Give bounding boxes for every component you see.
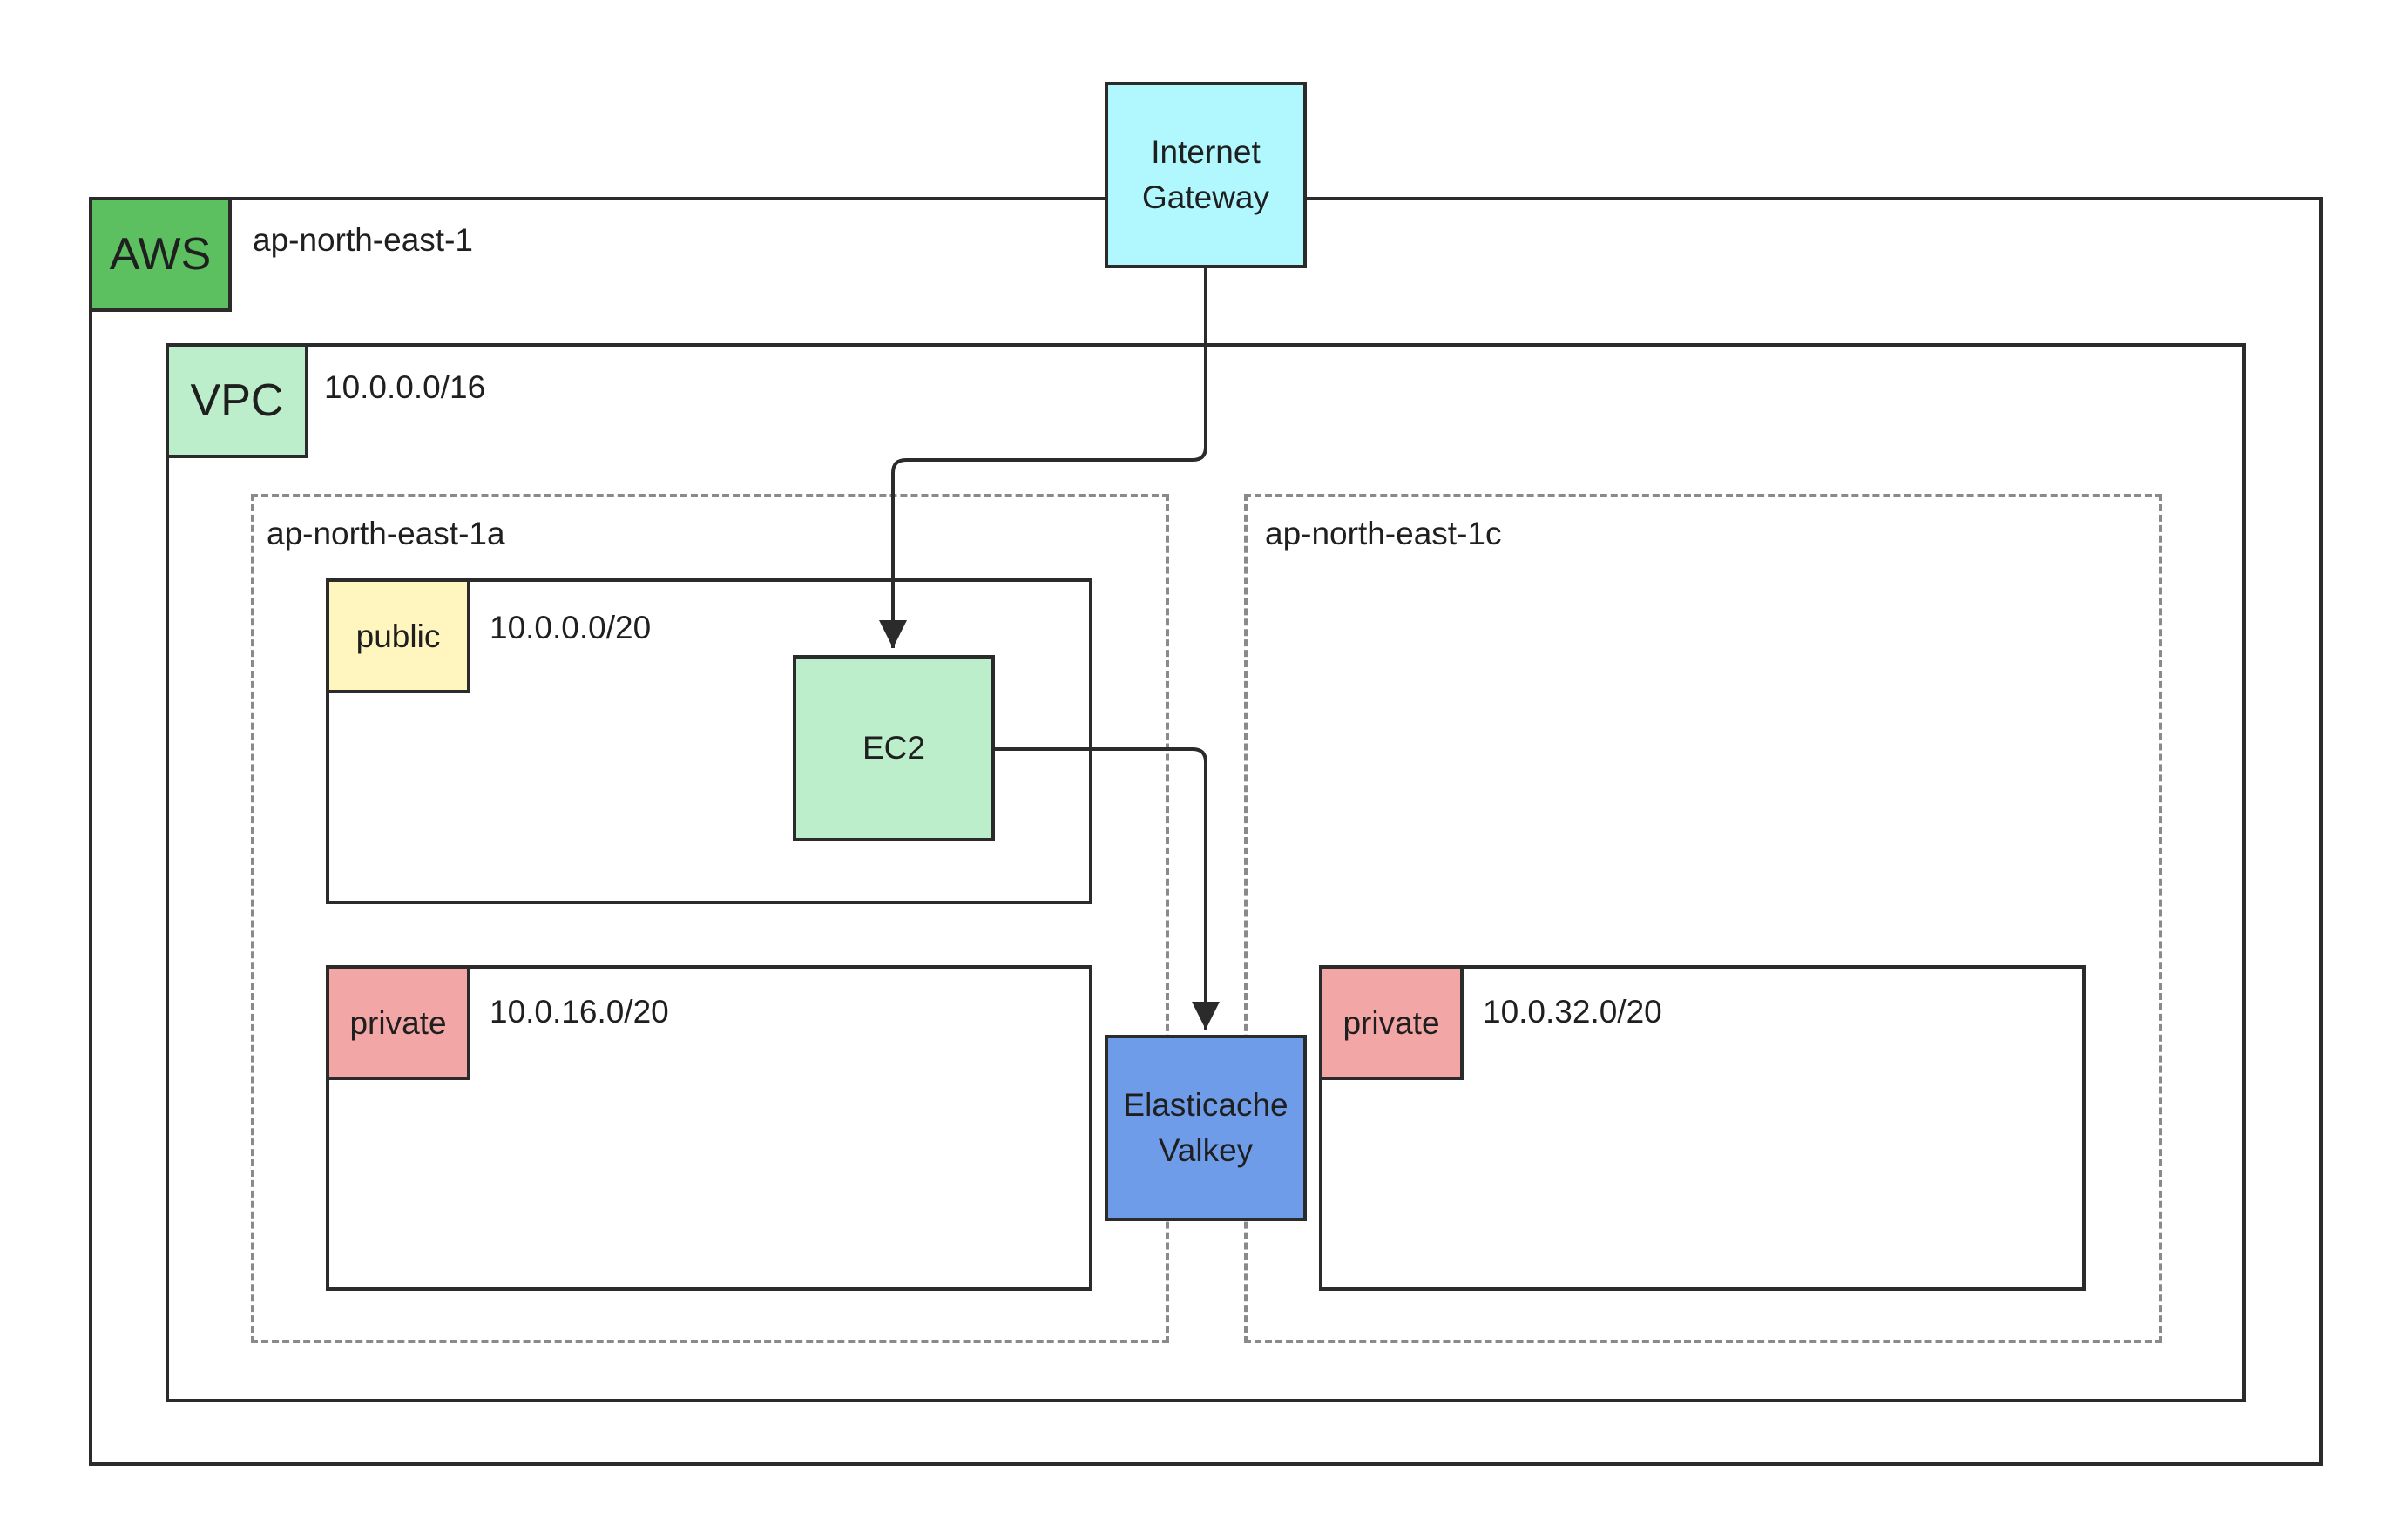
public-subnet-tag-label: public [355, 618, 441, 654]
internet-gateway-label-line1: Internet [1151, 134, 1261, 171]
aws-tag: AWS [89, 197, 232, 312]
private-subnet-1c-tag: private [1319, 965, 1464, 1080]
private-subnet-1a [326, 965, 1092, 1291]
elasticache-label-line1: Elasticache [1123, 1087, 1288, 1124]
availability-zone-1a-label: ap-north-east-1a [267, 516, 505, 551]
vpc-cidr-label: 10.0.0.0/16 [324, 369, 486, 405]
aws-region-label: ap-north-east-1 [253, 222, 473, 258]
private-subnet-1a-tag-label: private [349, 1004, 447, 1041]
private-subnet-1a-tag: private [326, 965, 470, 1080]
vpc-tag: VPC [166, 343, 308, 458]
elasticache-label-line2: Valkey [1158, 1132, 1254, 1168]
public-subnet-cidr: 10.0.0.0/20 [490, 610, 652, 645]
internet-gateway-node[interactable]: Internet Gateway [1105, 82, 1307, 268]
private-subnet-1c-tag-label: private [1343, 1004, 1440, 1041]
elasticache-valkey-node[interactable]: Elasticache Valkey [1105, 1035, 1307, 1221]
internet-gateway-label-line2: Gateway [1141, 179, 1269, 215]
private-subnet-1a-cidr: 10.0.16.0/20 [490, 994, 669, 1030]
availability-zone-1c-label: ap-north-east-1c [1265, 516, 1502, 551]
aws-tag-label: AWS [109, 229, 212, 280]
availability-zone-1c [1244, 494, 2162, 1343]
ec2-node[interactable]: EC2 [793, 655, 995, 841]
private-subnet-1c [1319, 965, 2086, 1291]
public-subnet-tag: public [326, 578, 470, 693]
public-subnet-1a [326, 578, 1092, 904]
vpc-tag-label: VPC [190, 375, 284, 426]
ec2-label: EC2 [862, 730, 925, 767]
private-subnet-1c-cidr: 10.0.32.0/20 [1483, 994, 1662, 1030]
